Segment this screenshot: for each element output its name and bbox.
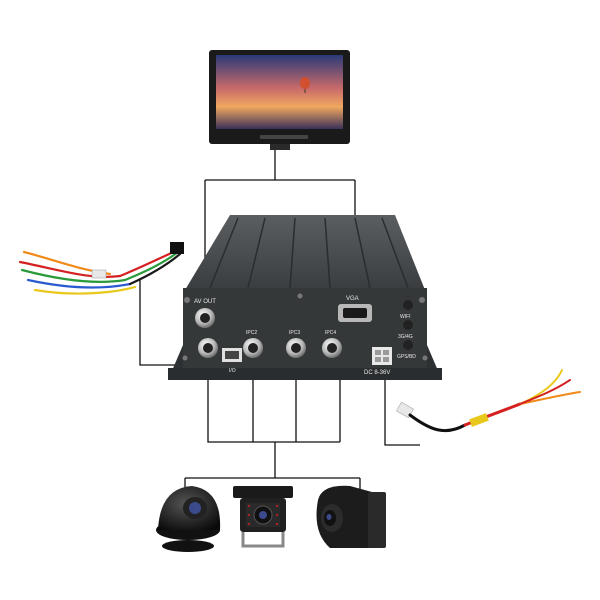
ipc3-connector <box>286 338 306 358</box>
wifi-label: WIFI <box>400 314 411 320</box>
3g4g-label: 3G/4G <box>398 334 413 340</box>
dome-camera-icon <box>156 486 221 552</box>
gps-label: GPS/BD <box>397 354 416 360</box>
vga-label: VGA <box>346 296 359 302</box>
io-label: I/O <box>229 368 236 374</box>
ipc2-connector <box>243 338 263 358</box>
power-label: DC 8-36V <box>364 370 390 376</box>
vga-port <box>338 304 372 322</box>
io-port <box>222 348 242 362</box>
ipc1-connector <box>198 338 218 358</box>
wire-harness-icon <box>18 242 184 295</box>
power-cable-icon <box>396 369 581 433</box>
av-out-label: AV OUT <box>194 299 216 305</box>
monitor-icon <box>209 50 350 150</box>
ipc2-label: IPC2 <box>246 330 257 336</box>
side-camera-icon <box>316 485 386 548</box>
ipc4-connector <box>322 338 342 358</box>
power-port <box>372 347 392 365</box>
bullet-camera-icon <box>233 486 293 548</box>
dvr-box-icon: AV OUT VGA WIFI 3G/4G GPS/BD IPC2 IPC3 <box>168 215 442 380</box>
ipc3-label: IPC3 <box>289 330 300 336</box>
av-out-connector <box>195 308 215 328</box>
ipc4-label: IPC4 <box>325 330 336 336</box>
